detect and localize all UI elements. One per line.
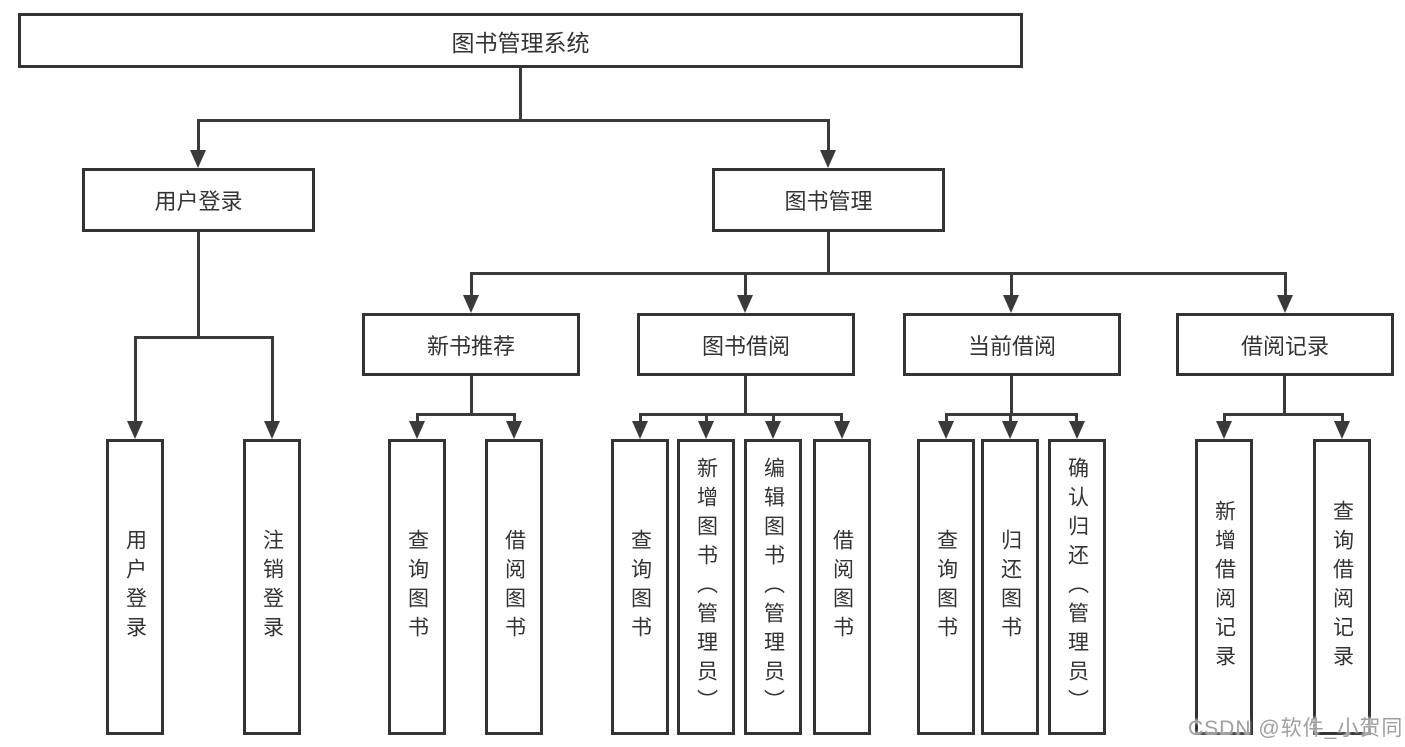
node-label: 查询图书 [405,529,429,645]
connector-line [827,232,830,274]
leaf-query-borrow-record: 查询借阅记录 [1313,439,1371,735]
leaf-user-login: 用户登录 [106,439,164,735]
arrow-down-icon [765,421,781,439]
node-label: 编辑图书（管理员） [761,456,785,718]
connector-line [1010,376,1013,415]
node-book-management: 图书管理 [712,168,945,232]
node-book-borrow: 图书借阅 [637,313,855,376]
node-label: 用户登录 [154,189,243,214]
leaf-return-books: 归还图书 [981,439,1039,735]
node-label: 借阅记录 [1240,333,1329,359]
connector-line [705,413,708,423]
connector-line [271,336,274,423]
leaf-query-books-recommend: 查询图书 [388,439,446,735]
leaf-logout: 注销登录 [243,439,301,735]
connector-line [1009,413,1012,423]
node-label: 确认归还（管理员） [1065,456,1089,718]
leaf-query-books-current: 查询图书 [917,439,975,735]
node-label: 图书管理 [784,189,873,214]
connector-line [1010,272,1013,297]
leaf-add-book-admin: 新增图书（管理员） [677,439,735,735]
connector-line [772,413,775,423]
connector-line [744,272,747,297]
arrow-down-icon [190,150,206,168]
node-label: 新书推荐 [426,333,515,359]
connector-line [1284,272,1287,297]
node-label: 新增借阅记录 [1212,500,1236,674]
node-root-title: 图书管理系统 [18,13,1023,68]
connector-line [744,376,747,415]
connector-line [840,413,843,423]
node-label: 图书管理系统 [451,29,590,56]
connector-line [416,413,515,416]
connector-line [1283,376,1286,415]
connector-line [945,413,948,423]
leaf-query-books-borrow: 查询图书 [611,439,669,735]
arrow-down-icon [834,421,850,439]
leaf-borrow-books-borrow: 借阅图书 [813,439,871,735]
arrow-down-icon [1002,421,1018,439]
node-borrow-records: 借阅记录 [1176,313,1394,376]
arrow-down-icon [463,295,479,313]
connector-line [134,336,273,339]
connector-line [513,413,516,423]
arrow-down-icon [264,421,280,439]
leaf-confirm-return-admin: 确认归还（管理员） [1048,439,1106,735]
connector-line [134,336,137,423]
node-label: 借阅图书 [830,529,854,645]
connector-line [1223,413,1226,423]
arrow-down-icon [698,421,714,439]
arrow-down-icon [938,421,954,439]
connector-line [1341,413,1344,423]
node-label: 查询图书 [934,529,958,645]
connector-line [197,232,200,338]
connector-line [1223,413,1343,416]
node-label: 当前借阅 [967,333,1056,359]
node-new-book-recommend: 新书推荐 [362,313,580,376]
arrow-down-icon [1277,295,1293,313]
connector-line [1075,413,1078,423]
arrow-down-icon [820,150,836,168]
arrow-down-icon [409,421,425,439]
node-label: 注销登录 [260,529,284,645]
connector-line [519,68,522,121]
arrow-down-icon [1216,421,1232,439]
node-label: 查询图书 [628,529,652,645]
node-label: 用户登录 [123,529,147,645]
node-label: 新增图书（管理员） [694,456,718,718]
node-label: 图书借阅 [701,333,790,359]
arrow-down-icon [1334,421,1350,439]
node-user-login: 用户登录 [82,168,315,232]
connector-line [827,119,830,153]
connector-line [639,413,642,423]
arrow-down-icon [127,421,143,439]
node-label: 借阅图书 [502,529,526,645]
connector-line [197,119,829,122]
arrow-down-icon [1003,295,1019,313]
watermark: CSDN @软件_小贺同学 [1188,717,1404,740]
leaf-add-borrow-record: 新增借阅记录 [1195,439,1253,735]
connector-line [470,376,473,415]
node-current-borrow: 当前借阅 [903,313,1121,376]
arrow-down-icon [632,421,648,439]
connector-line [470,272,473,297]
connector-line [639,413,843,416]
leaf-borrow-books-recommend: 借阅图书 [485,439,543,735]
node-label: 查询借阅记录 [1330,500,1354,674]
node-label: 归还图书 [998,529,1022,645]
arrow-down-icon [506,421,522,439]
leaf-edit-book-admin: 编辑图书（管理员） [744,439,802,735]
connector-line [416,413,419,423]
connector-line [470,272,1286,275]
arrow-down-icon [737,295,753,313]
arrow-down-icon [1069,421,1085,439]
connector-line [197,119,200,153]
